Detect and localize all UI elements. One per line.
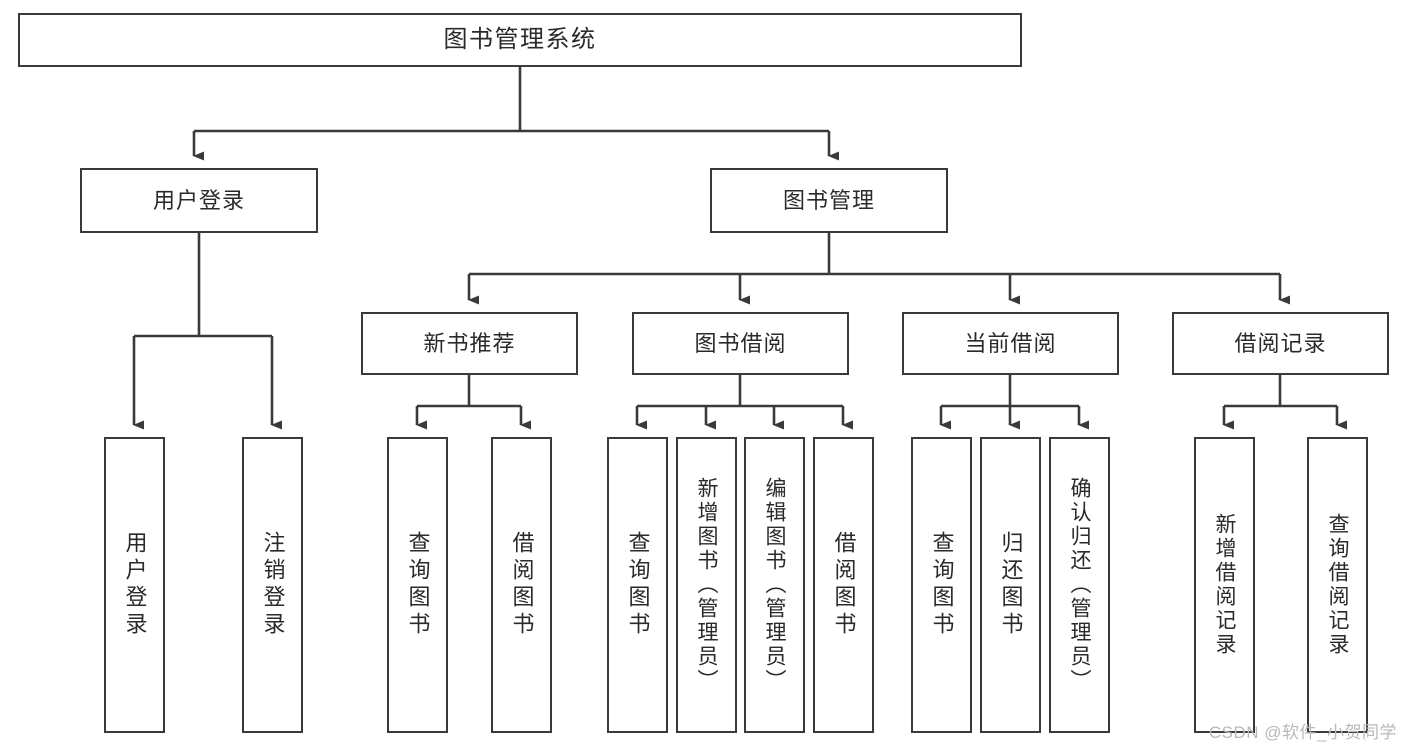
node-label: 图书借阅: [694, 330, 787, 356]
leaf-current-confirm-return-admin[interactable]: 确认归还（管理员）: [1049, 437, 1110, 733]
node-label: 借阅记录: [1234, 330, 1327, 356]
node-label: 图书管理: [782, 187, 875, 213]
node-user-login[interactable]: 用户登录: [80, 168, 318, 233]
node-new-book-recommend[interactable]: 新书推荐: [361, 312, 578, 375]
node-label: 用户登录: [122, 531, 148, 639]
node-label: 确认归还（管理员）: [1068, 477, 1091, 693]
node-label: 查询图书: [625, 531, 651, 639]
leaf-borrow-edit-book-admin[interactable]: 编辑图书（管理员）: [744, 437, 805, 733]
node-label: 编辑图书（管理员）: [763, 477, 786, 693]
node-borrow-record[interactable]: 借阅记录: [1172, 312, 1389, 375]
leaf-user-login-logout[interactable]: 注销登录: [242, 437, 303, 733]
leaf-borrow-borrow-book[interactable]: 借阅图书: [813, 437, 874, 733]
node-label: 查询图书: [929, 531, 955, 639]
leaf-new-book-borrow[interactable]: 借阅图书: [491, 437, 552, 733]
node-label: 图书管理系统: [443, 25, 597, 53]
node-current-borrow[interactable]: 当前借阅: [902, 312, 1119, 375]
node-label: 新增借阅记录: [1213, 513, 1236, 657]
node-book-borrow[interactable]: 图书借阅: [632, 312, 849, 375]
watermark-text: CSDN @软件_小贺同学: [1208, 723, 1397, 742]
node-label: 借阅图书: [831, 531, 857, 639]
node-label: 归还图书: [998, 531, 1024, 639]
node-label: 借阅图书: [509, 531, 535, 639]
leaf-borrow-add-book-admin[interactable]: 新增图书（管理员）: [676, 437, 737, 733]
node-label: 新增图书（管理员）: [695, 477, 718, 693]
leaf-borrow-query-book[interactable]: 查询图书: [607, 437, 668, 733]
node-label: 查询图书: [405, 531, 431, 639]
leaf-current-return-book[interactable]: 归还图书: [980, 437, 1041, 733]
node-label: 当前借阅: [964, 330, 1057, 356]
node-book-management[interactable]: 图书管理: [710, 168, 948, 233]
node-label: 新书推荐: [423, 330, 516, 356]
leaf-record-add-record[interactable]: 新增借阅记录: [1194, 437, 1255, 733]
leaf-new-book-query[interactable]: 查询图书: [387, 437, 448, 733]
leaf-record-query-record[interactable]: 查询借阅记录: [1307, 437, 1368, 733]
leaf-current-query-book[interactable]: 查询图书: [911, 437, 972, 733]
node-root-system[interactable]: 图书管理系统: [18, 13, 1022, 67]
node-label: 查询借阅记录: [1326, 513, 1349, 657]
node-label: 注销登录: [260, 531, 286, 639]
leaf-user-login-login[interactable]: 用户登录: [104, 437, 165, 733]
node-label: 用户登录: [152, 187, 245, 213]
